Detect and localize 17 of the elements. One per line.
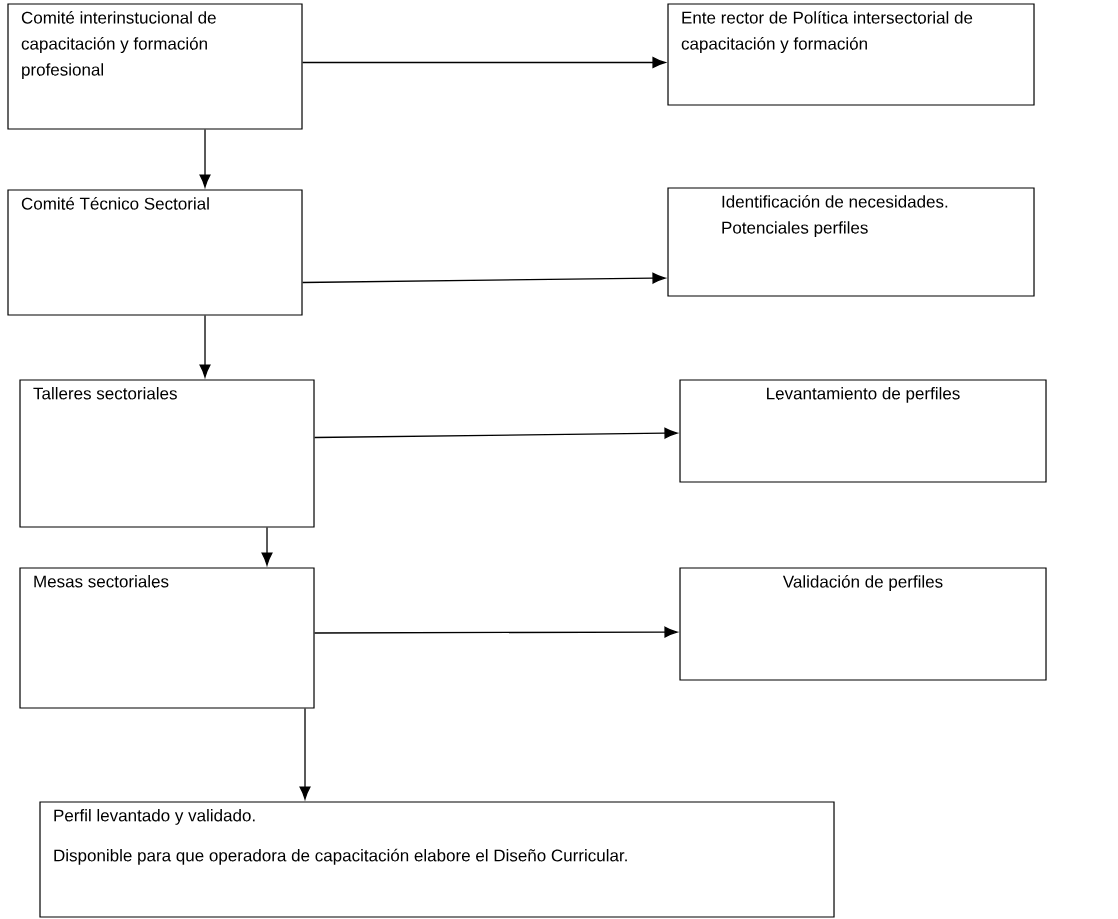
arrow — [313, 626, 678, 638]
arrow — [261, 526, 273, 566]
arrow — [301, 57, 666, 68]
arrow — [199, 128, 211, 188]
process-box: Ente rector de Política intersectorial de capacitación y formación — [667, 3, 1035, 106]
process-box: Perfil levantado y validado. Disponible para que operadora de capacitación elabore el Diseño Curricular. — [39, 801, 835, 918]
arrow — [313, 427, 678, 439]
arrow — [301, 272, 666, 284]
process-box: Talleres sectoriales — [19, 379, 315, 528]
process-box: Identificación de necesidades. Potenciales perfiles — [667, 187, 1035, 297]
process-box: Mesas sectoriales — [19, 567, 315, 709]
arrow — [199, 314, 211, 378]
arrow — [299, 707, 311, 800]
process-box: Comité Técnico Sectorial — [7, 189, 303, 316]
process-box: Validación de perfiles — [679, 567, 1047, 681]
process-box: Comité interinstucional de capacitación y formación profesional — [7, 3, 303, 130]
process-box: Levantamiento de perfiles — [679, 379, 1047, 483]
